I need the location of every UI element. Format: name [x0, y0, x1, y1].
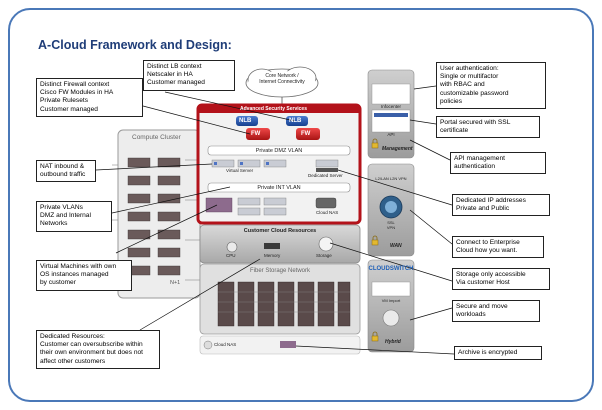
callout-load-balancer: Distinct LB context Netscaler in HA Cust…: [143, 60, 235, 91]
cloudswitch-logo: CLOUDSWITCH: [368, 266, 414, 272]
n-plus-1-label: N+1: [170, 280, 181, 286]
callout-dedicated-ip: Dedicated IP addresses Private and Publi…: [452, 194, 550, 217]
dmz-vlan-label: Private DMZ VLAN: [255, 148, 303, 154]
fiber-storage-label: Fiber Storage Network: [249, 268, 311, 274]
storage-label: Storage: [316, 253, 332, 258]
virtual-server-label: Virtual Server: [226, 168, 254, 173]
infocenter-label: Infocenter: [380, 104, 401, 109]
callout-connect-enterprise: Connect to Enterprise Cloud how you want…: [452, 236, 544, 259]
advanced-security-label: Advanced Security Services: [240, 106, 307, 112]
customer-cloud-resources-label: Customer Cloud Resources: [243, 228, 317, 234]
callout-secure-workloads: Secure and move workloads: [452, 300, 540, 323]
nlb-right-label: NLB: [289, 118, 302, 124]
outer-frame: [8, 8, 594, 402]
cpu-label: CPU: [226, 253, 236, 258]
callout-portal-ssl: Portal secured with SSL certificate: [436, 116, 540, 139]
callout-virtual-machines: Virtual Machines with own OS instances m…: [36, 260, 132, 291]
callout-dedicated-resources: Dedicated Resources: Customer can oversu…: [36, 330, 160, 369]
management-label: Management: [382, 146, 413, 152]
callout-firewall: Distinct Firewall context Cisco FW Modul…: [36, 78, 143, 117]
cloud-nas-bottom-label: Cloud NAS: [214, 342, 237, 347]
memory-label: Memory: [264, 253, 281, 258]
wan-label: WAN: [390, 243, 402, 249]
vm-import-label: VM Import: [381, 298, 401, 303]
nlb-left-label: NLB: [239, 118, 252, 124]
page-title: A-Cloud Framework and Design:: [38, 38, 232, 52]
callout-user-authentication: User authentication: Single or multifact…: [436, 62, 546, 110]
callout-api-management: API management authentication: [450, 152, 546, 175]
api-label: API: [387, 132, 395, 137]
fw-right-label: FW: [301, 131, 311, 137]
core-network-label: Core Network / Internet Connectivity: [259, 73, 305, 85]
dedicated-server-label: Dedicated Server: [308, 173, 343, 178]
lan-vpn-label: L2/LAN L2N VPN: [375, 176, 407, 181]
callout-archive-encrypted: Archive is encrypted: [454, 346, 542, 361]
callout-nat: NAT inbound & outbound traffic: [36, 160, 96, 183]
cloud-nas-label: Cloud NAS: [316, 210, 339, 215]
ssl-vpn-label: SSL VPN: [386, 220, 396, 230]
int-vlan-label: Private INT VLAN: [257, 185, 301, 191]
fw-left-label: FW: [251, 131, 261, 137]
hybrid-label: Hybrid: [385, 339, 401, 345]
callout-storage-access: Storage only accessible Via customer Hos…: [452, 268, 550, 291]
callout-private-vlans: Private VLANs DMZ and Internal Networks: [36, 201, 112, 232]
compute-cluster-label: Compute Cluster: [132, 134, 181, 141]
